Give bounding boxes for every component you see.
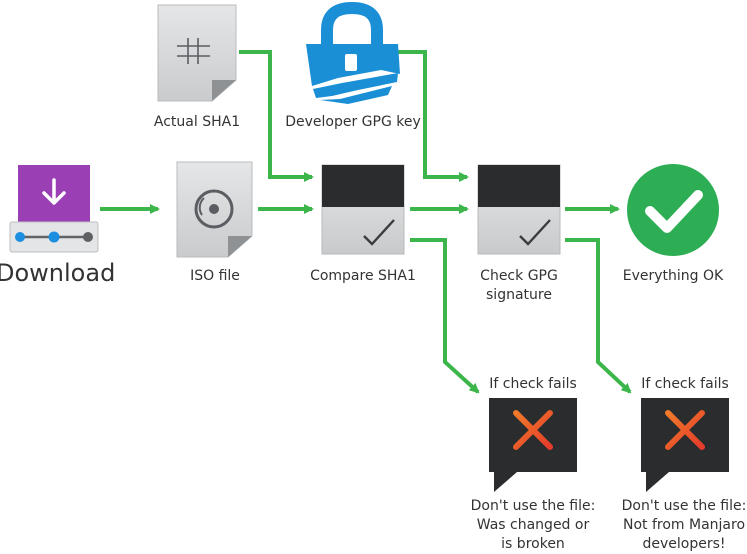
fail-gpg-header: If check fails bbox=[641, 376, 729, 392]
fail-sha1-text: Don't use the file: Was changed or is br… bbox=[462, 497, 604, 554]
everything-ok-label: Everything OK bbox=[622, 268, 724, 284]
check-gpg-label-line2: signature bbox=[486, 287, 552, 303]
check-gpg-icon bbox=[477, 164, 561, 255]
arrow-gpgkey-to-check bbox=[391, 50, 469, 182]
fail-gpg-icon bbox=[641, 398, 729, 492]
compare-sha1-icon bbox=[321, 164, 405, 255]
download-label: Download bbox=[0, 259, 116, 287]
actual-sha1-label: Actual SHA1 bbox=[153, 114, 241, 130]
hash-file-icon bbox=[157, 4, 237, 102]
disc-file-icon bbox=[176, 161, 253, 258]
gpg-key-label: Developer GPG key bbox=[285, 114, 421, 130]
check-gpg-label: Check GPG signature bbox=[466, 267, 572, 305]
fail-sha1-line1: Don't use the file: bbox=[470, 498, 596, 514]
fail-sha1-icon bbox=[489, 398, 577, 492]
arrow-compare-to-fail bbox=[410, 238, 480, 394]
download-icon bbox=[9, 165, 99, 253]
green-check-circle-icon bbox=[627, 164, 719, 256]
arrow-check-to-fail bbox=[565, 238, 632, 394]
compare-sha1-label: Compare SHA1 bbox=[310, 268, 416, 284]
fail-gpg-line3: developers! bbox=[642, 536, 726, 552]
fail-gpg-text: Don't use the file: Not from Manjaro dev… bbox=[613, 497, 747, 554]
arrow-sha1-to-compare bbox=[239, 50, 314, 182]
gpg-lock-icon bbox=[306, 1, 400, 104]
fail-sha1-line2: Was changed or bbox=[476, 517, 590, 533]
fail-sha1-line3: is broken bbox=[501, 536, 565, 552]
arrows bbox=[100, 50, 632, 394]
iso-file-label: ISO file bbox=[190, 268, 240, 284]
fail-sha1-header: If check fails bbox=[489, 376, 577, 392]
fail-gpg-line2: Not from Manjaro bbox=[622, 517, 746, 533]
fail-gpg-line1: Don't use the file: bbox=[621, 498, 747, 514]
check-gpg-label-line1: Check GPG bbox=[480, 268, 558, 284]
